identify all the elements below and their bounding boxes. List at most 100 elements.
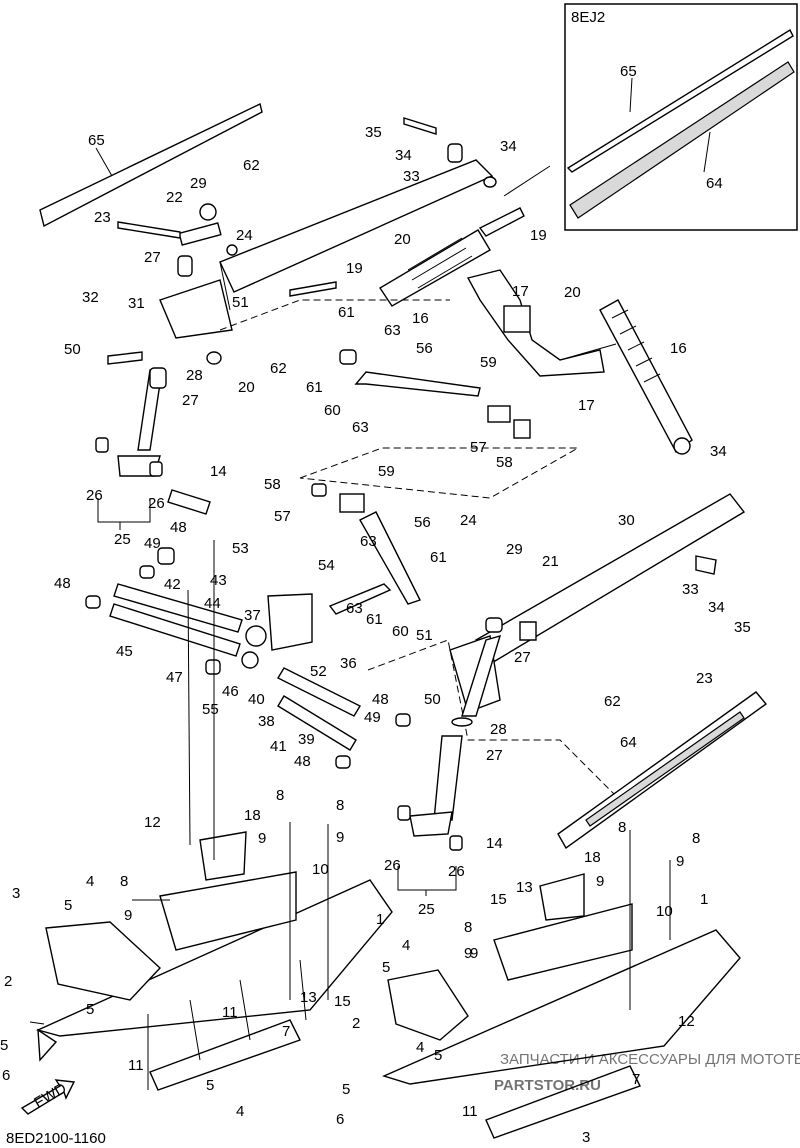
bracket-17 [466,269,605,377]
callout-55: 55 [202,701,219,718]
callout-53: 53 [232,540,249,557]
callout-27: 27 [514,649,531,666]
callout-56: 56 [416,340,433,357]
callout-29: 29 [190,175,207,192]
shock-absorber-16-upper [379,207,525,307]
callout-54: 54 [318,557,335,574]
callout-4: 4 [402,937,410,954]
callout-6: 6 [2,1067,10,1084]
callout-15: 15 [490,891,507,908]
watermark-text-small: ЗАПЧАСТИ И АКСЕССУАРЫ ДЛЯ МОТОТЕХНИКИ [500,1051,800,1068]
callout-12: 12 [144,814,161,831]
decal-65 [39,102,263,228]
callout-9: 9 [124,907,132,924]
callout-35: 35 [734,619,751,636]
callout-10: 10 [656,903,673,920]
callout-10: 10 [312,861,329,878]
callout-8: 8 [276,787,284,804]
callout-9: 9 [470,945,478,962]
callout-13: 13 [516,879,533,896]
callout-8: 8 [336,797,344,814]
callout-5: 5 [342,1081,350,1098]
callout-42: 42 [164,576,181,593]
callout-62: 62 [604,693,621,710]
ski-right [381,873,741,1139]
callout-23: 23 [696,670,713,687]
callout-7: 7 [632,1071,640,1088]
callout-58: 58 [264,476,281,493]
callout-24: 24 [236,227,253,244]
callout-48: 48 [294,753,311,770]
callout-63: 63 [384,322,401,339]
callout-60: 60 [324,402,341,419]
callout-27: 27 [144,249,161,266]
callout-11: 11 [222,1004,238,1021]
callout-39: 39 [298,731,315,748]
tie-rod-56-lower [311,483,421,605]
callout-63: 63 [360,533,377,550]
callout-46: 46 [222,683,239,700]
callout-11: 11 [128,1057,144,1074]
callout-5: 5 [0,1037,8,1054]
callout-32: 32 [82,289,99,306]
callout-5: 5 [64,897,72,914]
callout-20: 20 [394,231,411,248]
inset-8ej2: 8EJ2 [564,3,798,231]
callout-33: 33 [682,581,699,598]
arm-30 [449,493,746,717]
callout-20: 20 [564,284,581,301]
callout-52: 52 [310,663,327,680]
shock-absorber-16-right [599,299,693,455]
callout-4: 4 [416,1039,424,1056]
callout-21: 21 [542,553,559,570]
callout-8: 8 [120,873,128,890]
callout-33: 33 [403,168,420,185]
callout-36: 36 [340,655,357,672]
callout-37: 37 [244,607,261,624]
callout-8: 8 [618,819,626,836]
callout-65: 65 [620,63,637,80]
callout-25: 25 [114,531,131,548]
callout-34: 34 [710,443,727,460]
callout-43: 43 [210,572,227,589]
watermark-brand: PARTSTOR.RU [494,1077,601,1094]
callout-50: 50 [424,691,441,708]
leader-lines [29,165,671,1090]
callout-17: 17 [578,397,595,414]
callout-60: 60 [392,623,409,640]
callout-58: 58 [496,454,513,471]
callout-49: 49 [364,709,381,726]
callout-16: 16 [670,340,687,357]
callout-3: 3 [12,885,20,902]
fwd-arrow-icon: FWD [20,1079,76,1115]
callout-3: 3 [582,1129,590,1146]
callout-8: 8 [464,919,472,936]
callout-9: 9 [258,830,266,847]
callout-29: 29 [506,541,523,558]
callout-7: 7 [282,1023,290,1040]
callout-48: 48 [54,575,71,592]
callout-6: 6 [336,1111,344,1128]
callout-17: 17 [512,283,529,300]
callout-14: 14 [486,835,503,852]
callout-61: 61 [306,379,323,396]
callout-24: 24 [460,512,477,529]
front-arm-assembly-upper [95,117,497,477]
callout-47: 47 [166,669,183,686]
callout-63: 63 [346,600,363,617]
callout-62: 62 [243,157,260,174]
dash-outline-2 [367,639,621,801]
callout-57: 57 [274,508,291,525]
ski-left [35,831,393,1091]
footer-code: 8ED2100-1160 [6,1130,106,1147]
callout-15: 15 [334,993,351,1010]
callout-61: 61 [338,304,355,321]
callout-51: 51 [232,294,249,311]
callout-4: 4 [86,873,94,890]
callout-35: 35 [365,124,382,141]
spindle-27-lower [397,717,473,851]
callout-64: 64 [706,175,723,192]
callout-9: 9 [464,945,472,962]
